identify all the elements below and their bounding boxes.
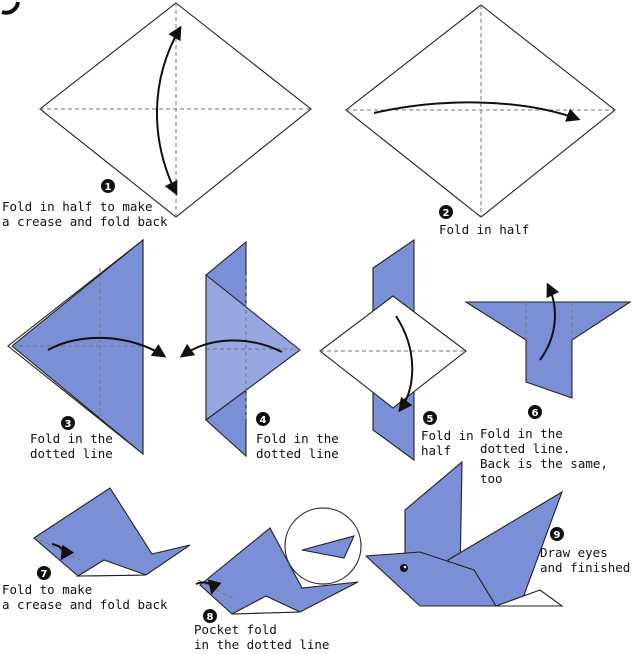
step-8-number: 8	[203, 609, 217, 623]
svg-text:3: 3	[65, 419, 72, 430]
step-6-number: 6	[528, 405, 542, 419]
step-3-diagram	[7, 238, 167, 456]
step-3-caption: Fold in the dotted line	[30, 431, 120, 461]
svg-text:6: 6	[532, 408, 539, 419]
step-8-white-base	[231, 595, 301, 615]
step-9-diagram	[364, 460, 564, 607]
svg-text:1: 1	[105, 182, 112, 193]
step-8-caption: Pocket fold in the dotted line	[194, 622, 329, 652]
step-3-arrow	[47, 336, 167, 358]
step-6-arrow	[539, 282, 560, 361]
svg-text:9: 9	[554, 530, 561, 541]
step-5-caption: Fold in half	[421, 428, 481, 458]
step-2-diagram	[345, 4, 616, 218]
step-3-number: 3	[61, 416, 75, 430]
svg-text:4: 4	[260, 415, 267, 426]
step-6-shape	[464, 301, 632, 399]
step-7-arrow	[51, 543, 75, 561]
step-1-caption: Fold in half to make a crease and fold b…	[2, 199, 168, 229]
step-1-diagram	[39, 2, 312, 218]
step-2-number: 2	[439, 205, 453, 219]
step-8-detail-beak	[301, 535, 355, 559]
step-6-caption: Fold in the dotted line. Back is the sam…	[480, 426, 615, 486]
step-9-number: 9	[550, 527, 564, 541]
svg-text:8: 8	[207, 612, 214, 623]
step-4-caption: Fold in the dotted line	[256, 431, 346, 461]
step-8-diagram	[195, 507, 362, 615]
step-2-arrow	[373, 101, 581, 122]
step-5-number: 5	[423, 411, 437, 425]
step-7-diagram	[33, 487, 191, 577]
step-2-caption: Fold in half	[439, 222, 529, 237]
svg-text:5: 5	[427, 414, 434, 425]
step-7-caption: Fold to make a crease and fold back	[2, 582, 168, 612]
step-9-eye-highlight	[403, 565, 407, 569]
step-7-white-base	[76, 559, 147, 577]
step-3-blue-triangle	[11, 238, 144, 456]
step-4-right-triangle	[205, 273, 301, 422]
step-1-number: 1	[101, 179, 115, 193]
step-9-body	[364, 551, 497, 607]
svg-text:2: 2	[443, 208, 450, 219]
step-4-diagram	[179, 240, 301, 458]
step-4-number: 4	[256, 412, 270, 426]
step-6-diagram	[464, 282, 632, 399]
step-8-arrow	[195, 579, 222, 595]
step-9-white-base	[420, 589, 564, 607]
svg-text:7: 7	[41, 569, 48, 580]
step-9-eye	[400, 564, 408, 572]
step-7-number: 7	[37, 566, 51, 580]
step-9-caption: Draw eyes and finished	[540, 545, 630, 575]
step-4-arrow	[179, 339, 283, 358]
corner-mark	[1, 1, 20, 15]
step-5-white-square	[319, 295, 467, 409]
step-1-arrow	[156, 25, 182, 196]
step-5-arrow	[395, 315, 414, 413]
step-5-diagram	[319, 238, 467, 462]
